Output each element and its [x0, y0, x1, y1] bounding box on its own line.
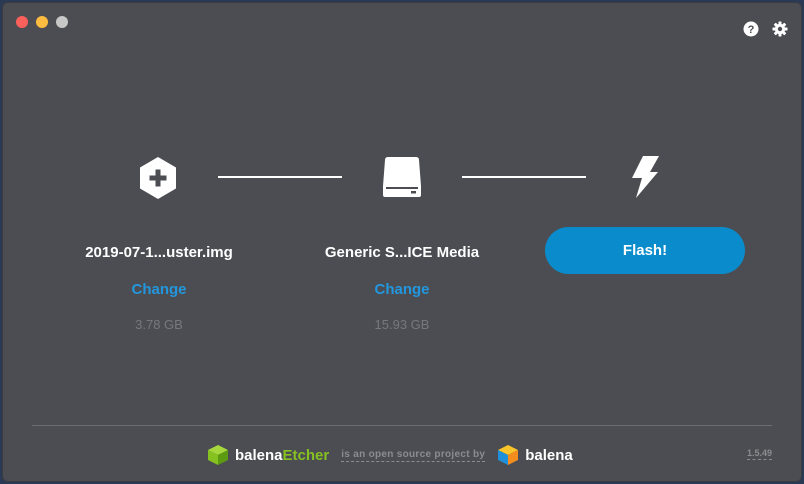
plus-hexagon-icon[interactable] — [139, 156, 177, 200]
selected-drive-name: Generic S...ICE Media — [324, 244, 480, 261]
hard-drive-icon[interactable] — [382, 156, 422, 198]
gear-icon[interactable] — [772, 21, 788, 37]
footer-divider — [32, 425, 772, 426]
balena-logo-icon[interactable] — [497, 444, 519, 466]
drive-size: 15.93 GB — [374, 317, 430, 332]
change-drive-link[interactable]: Change — [374, 281, 430, 298]
minimize-window-button[interactable] — [36, 16, 48, 28]
app-version[interactable]: 1.5.49 — [746, 448, 772, 460]
brand-suffix: Etcher — [282, 446, 330, 464]
balena-etcher-logo-icon[interactable] — [207, 444, 229, 466]
selected-image-name: 2019-07-1...uster.img — [85, 244, 233, 261]
top-toolbar: ? — [743, 21, 788, 37]
svg-text:?: ? — [748, 24, 755, 36]
balena-brand[interactable]: balena — [525, 446, 573, 464]
step-connector-2 — [462, 176, 586, 178]
window-controls — [16, 16, 68, 28]
lightning-bolt-icon — [632, 156, 659, 198]
step-connector-1 — [218, 176, 342, 178]
brand-prefix: balena — [235, 446, 283, 464]
flash-button[interactable]: Flash! — [545, 227, 745, 274]
footer-tagline: is an open source project by — [341, 448, 486, 462]
help-icon[interactable]: ? — [743, 21, 759, 37]
close-window-button[interactable] — [16, 16, 28, 28]
footer: balenaEtcher is an open source project b… — [207, 443, 573, 467]
balena-etcher-brand[interactable]: balenaEtcher — [235, 447, 329, 464]
zoom-window-button[interactable] — [56, 16, 68, 28]
image-size: 3.78 GB — [135, 317, 183, 332]
change-image-link[interactable]: Change — [131, 281, 187, 298]
